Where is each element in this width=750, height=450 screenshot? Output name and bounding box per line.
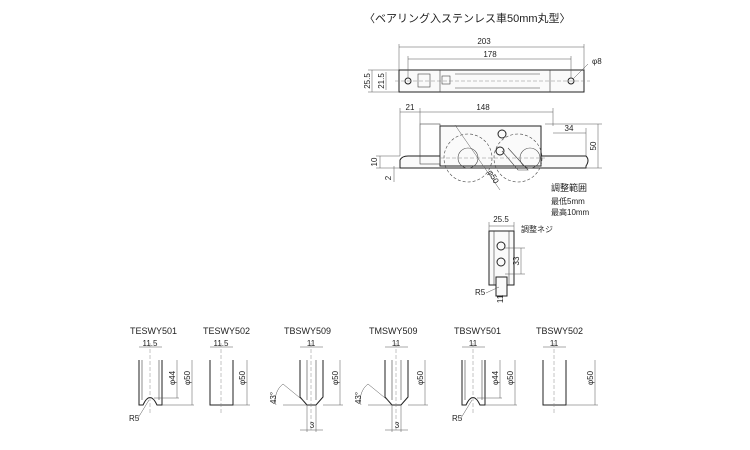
model-label: TBSWY509	[284, 326, 331, 336]
dim-height: 50	[589, 141, 598, 150]
dim-angle: 43°	[354, 392, 363, 404]
drawing-title: 〈ベアリング入ステンレス車50mm丸型〉	[364, 11, 571, 25]
dim-total: 203	[477, 37, 491, 46]
profile-TBSWY502: TBSWY502 11 φ50	[536, 326, 598, 415]
dim-wheel-width: 11	[496, 294, 505, 303]
profile-TMSWY509: TMSWY509 11 43° 3 φ50	[354, 326, 428, 432]
note-line: 調整範囲	[551, 182, 587, 193]
dim-outer: φ50	[183, 370, 192, 385]
adjust-range-note: 調整範囲 最低5mm 最高10mm	[551, 182, 590, 217]
dim-width: 11	[469, 339, 478, 348]
dim-front-width: 25.5	[493, 215, 509, 224]
model-label: TESWY501	[130, 326, 177, 336]
model-label: TBSWY502	[536, 326, 583, 336]
side-view: 21 148 34 50 10 2 φ50	[370, 103, 602, 191]
model-label: TBSWY501	[454, 326, 501, 336]
dim-outer: φ50	[331, 370, 340, 385]
dim-width: 11	[307, 339, 316, 348]
screw-label: 調整ネジ	[521, 224, 553, 234]
dim-width: 11.5	[214, 339, 230, 348]
dim-radius: R5	[475, 288, 486, 297]
dim-inner: φ44	[168, 370, 177, 385]
dim-tip: 3	[395, 421, 400, 430]
dim-tip: 3	[310, 421, 315, 430]
dim-gap: 2	[384, 175, 393, 180]
profile-TESWY502: TESWY502 11.5 φ50	[203, 326, 250, 415]
profile-TBSWY501: TBSWY501 11 φ44 φ50 R5	[452, 326, 517, 423]
dim-height-inner: 21.5	[377, 73, 386, 89]
dim-angle: 43°	[269, 392, 278, 404]
profile-TESWY501: TESWY501 11.5 φ44 φ50 R5	[129, 326, 194, 423]
dim-outer: φ50	[586, 370, 595, 385]
note-line: 最低5mm	[551, 196, 585, 206]
dim-width: 11	[550, 339, 559, 348]
front-view: 25.5 調整ネジ 33 R5 11	[475, 215, 553, 303]
dim-holes: 178	[483, 50, 497, 59]
model-label: TESWY502	[203, 326, 250, 336]
profile-TBSWY509: TBSWY509 11 43° 3 φ50	[269, 326, 343, 432]
dim-wheel: φ50	[486, 168, 501, 185]
dim-length: 148	[476, 103, 490, 112]
note-line: 最高10mm	[551, 207, 590, 217]
dim-radius: R5	[452, 414, 463, 423]
dim-height-outer: 25.5	[363, 73, 372, 89]
dim-hole-dia: φ8	[592, 57, 602, 66]
dim-plate: 10	[370, 157, 379, 166]
dim-screw: 33	[512, 256, 521, 265]
dim-right: 34	[565, 124, 574, 133]
dim-outer: φ50	[416, 370, 425, 385]
dim-inner: φ44	[491, 370, 500, 385]
dim-outer: φ50	[506, 370, 515, 385]
model-label: TMSWY509	[369, 326, 418, 336]
top-view: 203 178 φ8 25.5 21.5	[363, 37, 602, 93]
dim-outer: φ50	[238, 370, 247, 385]
dim-width: 11.5	[143, 339, 159, 348]
dim-width: 11	[392, 339, 401, 348]
dim-offset: 21	[406, 103, 415, 112]
dim-radius: R5	[129, 414, 140, 423]
